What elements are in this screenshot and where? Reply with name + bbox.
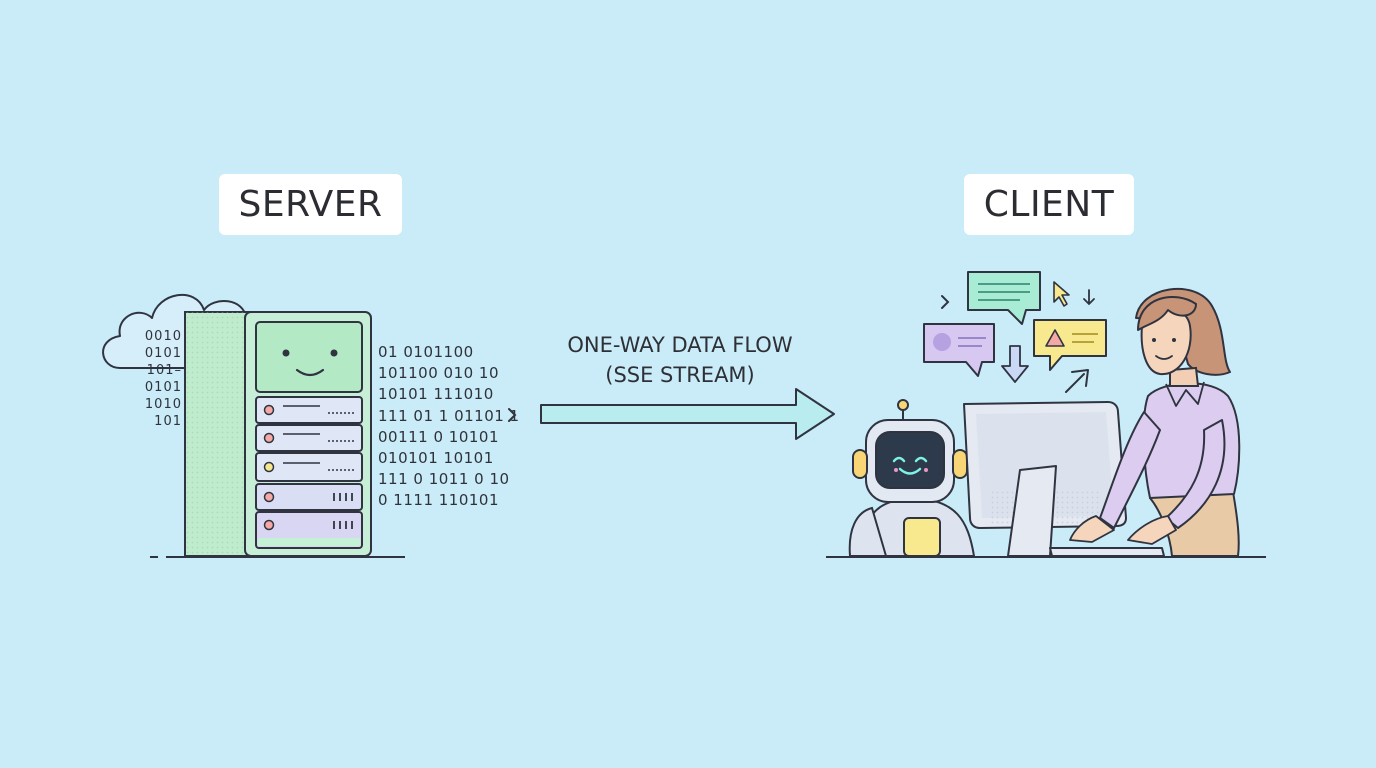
binary-right-line: 101100 010 10 <box>378 364 500 383</box>
flow-caption-line2: (SSE STREAM) <box>605 363 755 387</box>
binary-right-line: 111 0 1011 0 10 <box>378 470 510 489</box>
chat-bubble-purple <box>923 323 995 377</box>
binary-chevron-icon <box>508 408 517 422</box>
server-eye-right <box>330 349 338 357</box>
binary-right-line: 111 01 1 01101 1 <box>378 406 520 425</box>
server-face-screen <box>255 321 363 393</box>
person-icon <box>1069 287 1241 557</box>
binary-right-line: 01 0101100 <box>378 343 474 361</box>
server-drive-bays <box>255 396 363 549</box>
robot-icon <box>848 399 976 557</box>
binary-stream-left: 0010 0101 101– 0101 1010 101 <box>132 328 182 430</box>
down-arrow-icon <box>1001 345 1029 383</box>
flow-caption: ONE-WAY DATA FLOW (SSE STREAM) <box>530 330 830 390</box>
chat-bubbles <box>923 271 1107 393</box>
client-label: CLIENT <box>964 174 1134 235</box>
data-flow-arrow-icon <box>540 388 835 440</box>
server-label: SERVER <box>219 174 402 235</box>
monitor-icon <box>963 401 1165 557</box>
binary-right-line: 10101 111010 <box>378 385 494 404</box>
up-right-arrow-icon <box>1065 369 1089 393</box>
binary-left-line: 101– <box>146 363 182 378</box>
cursor-icon <box>1053 281 1070 307</box>
chat-bubble-yellow <box>1033 319 1107 371</box>
binary-stream-right: 01 0101100 101100 010 10 10101 111010 111 0… <box>378 342 520 512</box>
chat-bubble-green <box>967 271 1041 325</box>
flow-caption-line1: ONE-WAY DATA FLOW <box>567 333 793 357</box>
binary-left-line: 1010 <box>144 397 182 412</box>
binary-left-line: 0010 <box>144 329 182 344</box>
small-down-arrow-icon <box>1083 289 1095 306</box>
binary-right-line: 0 1111 110101 <box>378 491 500 510</box>
server-rack-icon <box>184 311 372 557</box>
server-eye-left <box>282 349 290 357</box>
binary-left-line: 101 <box>154 414 182 429</box>
chevron-right-icon <box>941 295 950 309</box>
binary-right-line: 010101 10101 <box>378 449 494 468</box>
server-smile <box>295 368 325 377</box>
binary-left-line: 0101 <box>144 346 182 361</box>
binary-left-line: 0101 <box>144 380 182 395</box>
binary-right-line: 00111 0 10101 <box>378 427 500 446</box>
